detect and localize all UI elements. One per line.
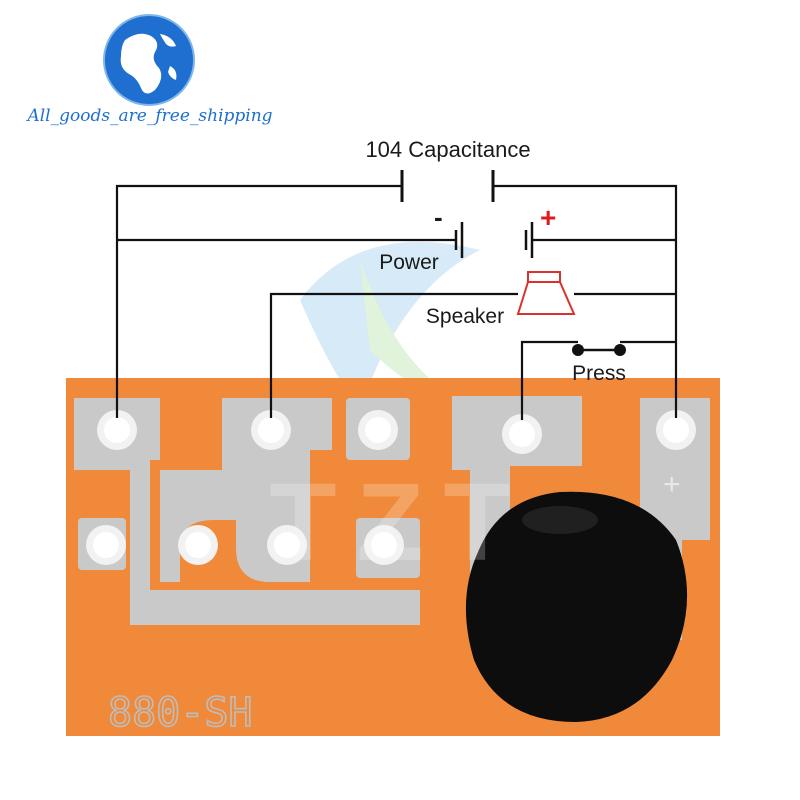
battery-plus-label: + [540, 202, 556, 233]
pcb-plus-marking: + [663, 468, 681, 501]
chip-blob [465, 491, 688, 722]
speaker-label: Speaker [426, 305, 504, 328]
power-label: Power [379, 251, 439, 274]
store-name: All_goods_are_free_shipping [25, 106, 272, 126]
solder-holes [86, 410, 696, 565]
capacitor-icon [400, 170, 495, 202]
watermark-text: TZT [269, 461, 531, 584]
globe-icon [103, 14, 195, 106]
battery-icon [454, 222, 534, 258]
capacitor-label: 104 Capacitance [365, 137, 530, 162]
pcb-model-marking: 880-SH [108, 690, 253, 736]
battery-minus-label: - [434, 202, 443, 232]
pcb-board: + 880-SH TZT [66, 378, 720, 737]
speaker-icon [516, 271, 576, 315]
press-label: Press [572, 362, 626, 385]
wiring [115, 184, 678, 420]
push-switch-icon [572, 344, 626, 356]
